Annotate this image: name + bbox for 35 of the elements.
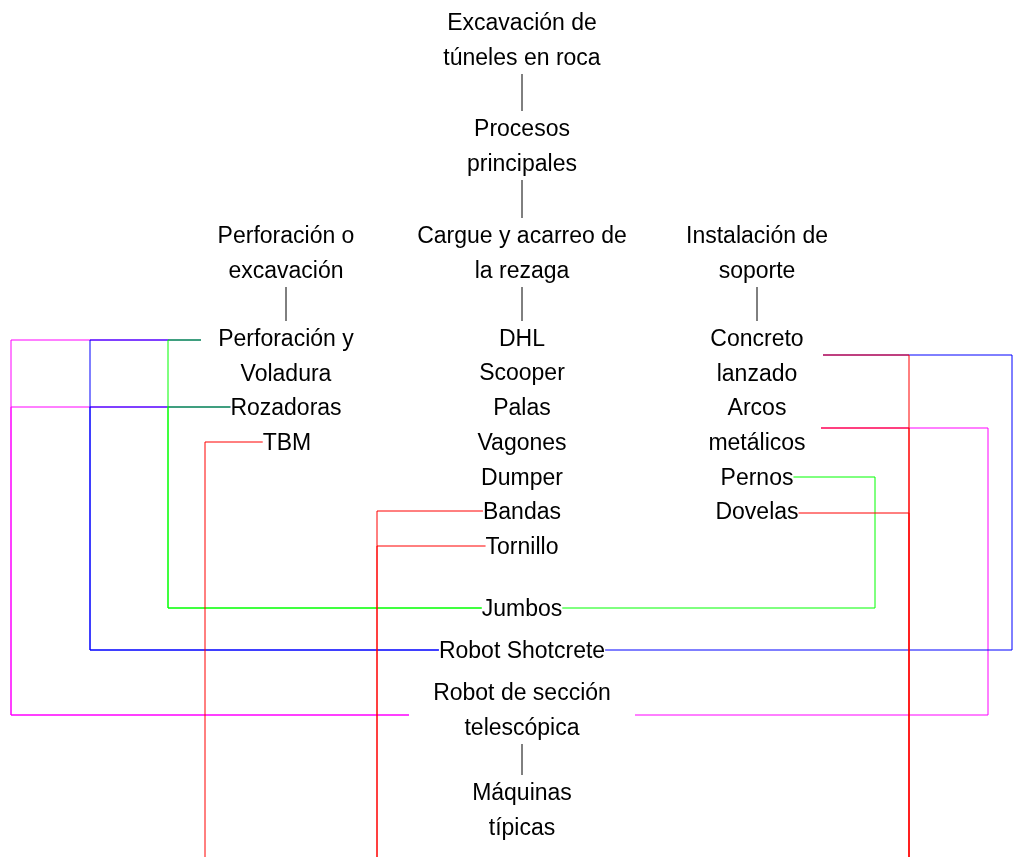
node-label: Tornillo — [485, 532, 559, 561]
node-label: Máquinas típicas — [471, 778, 573, 842]
node-label: Robot de sección telescópica — [432, 678, 612, 742]
node-label: Rozadoras — [230, 393, 342, 422]
connector-line — [89, 406, 440, 651]
node-label: Perforación o excavación — [216, 221, 356, 285]
node-label: Instalación de soporte — [685, 221, 829, 285]
connector-line — [204, 441, 264, 857]
connector-line — [521, 286, 523, 322]
node-label: Procesos principales — [466, 114, 578, 178]
connector-line — [285, 286, 287, 322]
node-label: Vagones — [477, 428, 567, 457]
node-label: Scooper — [479, 358, 565, 387]
connector-line — [167, 406, 483, 609]
node-label: Dumper — [481, 463, 563, 492]
connector-line — [561, 476, 876, 609]
connector-line — [604, 354, 1013, 651]
node-label: Perforación y Voladura — [217, 324, 355, 388]
node-label: Concreto lanzado — [709, 324, 805, 388]
node-label: DHL — [499, 324, 545, 353]
node-label: Jumbos — [481, 594, 563, 623]
connector-line — [521, 73, 523, 112]
node-label: Dovelas — [715, 497, 799, 526]
node-label: Pernos — [720, 463, 794, 492]
node-label: Cargue y acarreo de la rezaga — [416, 221, 628, 285]
connector-line — [798, 512, 910, 857]
node-label: TBM — [262, 428, 312, 457]
node-label: Excavación de túneles en roca — [442, 8, 602, 72]
node-label: Robot Shotcrete — [438, 636, 606, 665]
connector-line — [521, 179, 523, 219]
connector-line — [756, 286, 758, 322]
node-label: Arcos metálicos — [707, 393, 807, 457]
node-label: Palas — [493, 393, 551, 422]
node-label: Bandas — [483, 497, 561, 526]
connector-line — [521, 743, 523, 776]
